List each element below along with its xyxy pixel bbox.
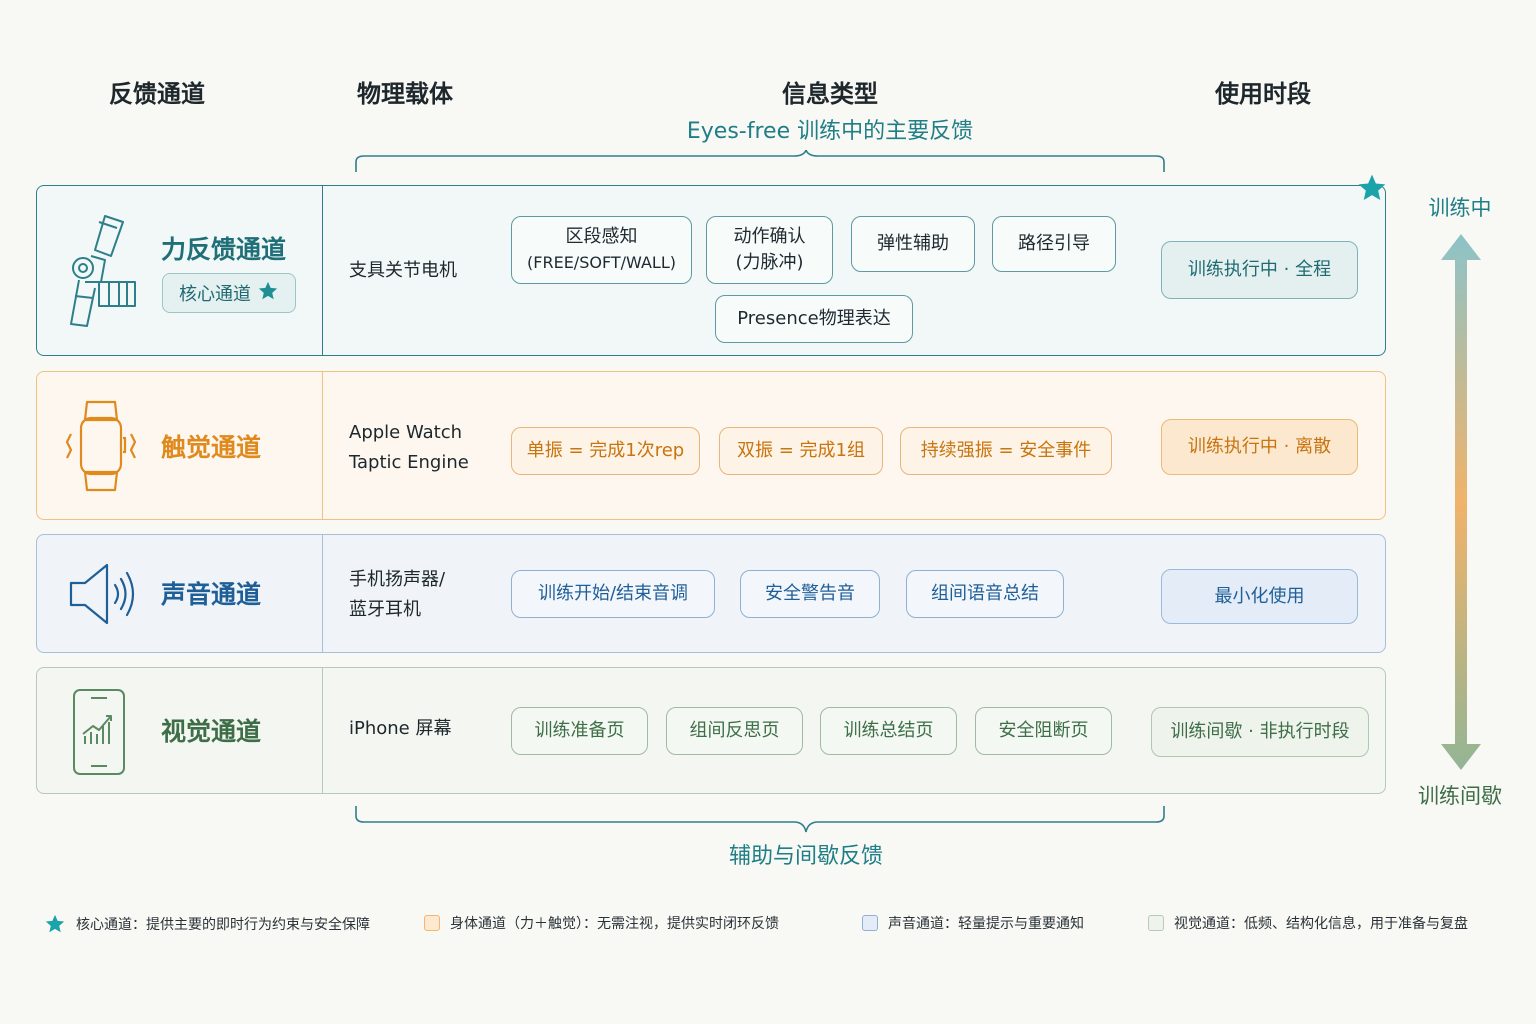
knee-brace-icon [70, 215, 136, 327]
pill-line: 区段感知 [565, 226, 638, 247]
phone-chart-icon [73, 689, 125, 775]
pill-line: 弹性辅助 [877, 233, 949, 254]
info-presence: Presence物理表达 [715, 295, 913, 343]
row-divider [322, 186, 323, 355]
legend-swatch [1148, 915, 1164, 931]
carrier-line: Taptic Engine [349, 452, 469, 473]
channel-name-haptic: 触觉通道 [161, 433, 262, 462]
info-voice-summary: 组间语音总结 [906, 570, 1064, 618]
period-visual: 训练间歇 · 非执行时段 [1151, 707, 1369, 757]
star-icon [257, 280, 279, 307]
legend-text: 声音通道：轻量提示与重要通知 [888, 916, 1084, 932]
row-divider [322, 372, 323, 519]
star-icon [45, 914, 65, 933]
header-period: 使用时段 [1215, 80, 1311, 108]
period-haptic: 训练执行中 · 离散 [1161, 419, 1358, 475]
carrier-line: 手机扬声器/ [349, 569, 446, 590]
info-double-vibe: 双振 = 完成1组 [719, 427, 883, 475]
info-reflection-page: 组间反思页 [666, 707, 803, 755]
info-summary-page: 训练总结页 [820, 707, 957, 755]
carrier-line: Apple Watch [349, 422, 463, 443]
row-sound-channel: 声音通道 手机扬声器/ 蓝牙耳机 训练开始/结束音调 安全警告音 组间语音总结 … [36, 534, 1386, 653]
pill-line: (FREE/SOFT/WALL) [527, 253, 676, 272]
carrier-sound: 手机扬声器/ 蓝牙耳机 [349, 565, 445, 625]
row-visual-channel: 视觉通道 iPhone 屏幕 训练准备页 组间反思页 训练总结页 安全阻断页 训… [36, 667, 1386, 794]
core-channel-tag: 核心通道 [162, 273, 296, 313]
info-safety-alarm: 安全警告音 [740, 570, 880, 618]
legend-visual: 视觉通道：低频、结构化信息，用于准备与复盘 [1148, 913, 1468, 933]
info-path-guide: 路径引导 [992, 216, 1116, 272]
legend-text: 核心通道：提供主要的即时行为约束与安全保障 [76, 917, 370, 933]
header-channel: 反馈通道 [109, 80, 205, 108]
legend-swatch [424, 915, 440, 931]
star-icon [1358, 174, 1386, 200]
top-brace [355, 150, 1165, 172]
info-continuous-vibe: 持续强振 = 安全事件 [900, 427, 1112, 475]
info-action-confirm: 动作确认 (力脉冲) [706, 216, 833, 284]
info-single-vibe: 单振 = 完成1次rep [511, 427, 700, 475]
bottom-brace [355, 806, 1165, 833]
pill-line: 路径引导 [1018, 233, 1090, 254]
channel-name-sound: 声音通道 [161, 580, 262, 609]
row-divider [322, 668, 323, 793]
core-tag-label: 核心通道 [179, 284, 251, 305]
period-force: 训练执行中 · 全程 [1161, 241, 1358, 299]
timeline-arrow [1441, 234, 1481, 770]
info-start-end-tone: 训练开始/结束音调 [511, 570, 715, 618]
period-sound: 最小化使用 [1161, 569, 1358, 624]
info-prep-page: 训练准备页 [511, 707, 648, 755]
row-force-channel: 力反馈通道 核心通道 支具关节电机 区段感知 (FREE/SOFT/WALL) … [36, 174, 1386, 356]
pill-line: 动作确认 [733, 226, 806, 247]
legend-sound: 声音通道：轻量提示与重要通知 [862, 913, 1084, 933]
header-info: 信息类型 [782, 80, 878, 108]
legend-text: 身体通道（力＋触觉）：无需注视，提供实时闭环反馈 [450, 916, 779, 932]
header-carrier: 物理载体 [357, 80, 453, 108]
info-safety-block-page: 安全阻断页 [975, 707, 1112, 755]
carrier-line: 蓝牙耳机 [349, 599, 421, 620]
pill-line: (力脉冲) [735, 252, 804, 273]
carrier-visual: iPhone 屏幕 [349, 718, 452, 739]
carrier-force: 支具关节电机 [349, 260, 457, 281]
speaker-icon [69, 563, 135, 625]
legend-text: 视觉通道：低频、结构化信息，用于准备与复盘 [1174, 916, 1468, 932]
channel-name-visual: 视觉通道 [161, 717, 262, 746]
info-zone-sensing: 区段感知 (FREE/SOFT/WALL) [511, 216, 692, 284]
channel-name-force: 力反馈通道 [161, 235, 287, 264]
row-divider [322, 535, 323, 652]
info-elastic-assist: 弹性辅助 [851, 216, 975, 272]
timeline-top-label: 训练中 [1428, 196, 1492, 220]
bottom-brace-label: 辅助与间歇反馈 [728, 844, 883, 869]
top-brace-label: Eyes-free 训练中的主要反馈 [686, 119, 974, 144]
legend-body: 身体通道（力＋触觉）：无需注视，提供实时闭环反馈 [424, 913, 779, 933]
legend-swatch [862, 915, 878, 931]
timeline-bottom-label: 训练间歇 [1418, 784, 1502, 808]
pill-line: Presence物理表达 [737, 308, 891, 329]
legend-core: 核心通道：提供主要的即时行为约束与安全保障 [44, 913, 370, 935]
row-haptic-channel: 触觉通道 Apple Watch Taptic Engine 单振 = 完成1次… [36, 371, 1386, 520]
carrier-haptic: Apple Watch Taptic Engine [349, 418, 469, 478]
watch-icon [65, 400, 137, 492]
